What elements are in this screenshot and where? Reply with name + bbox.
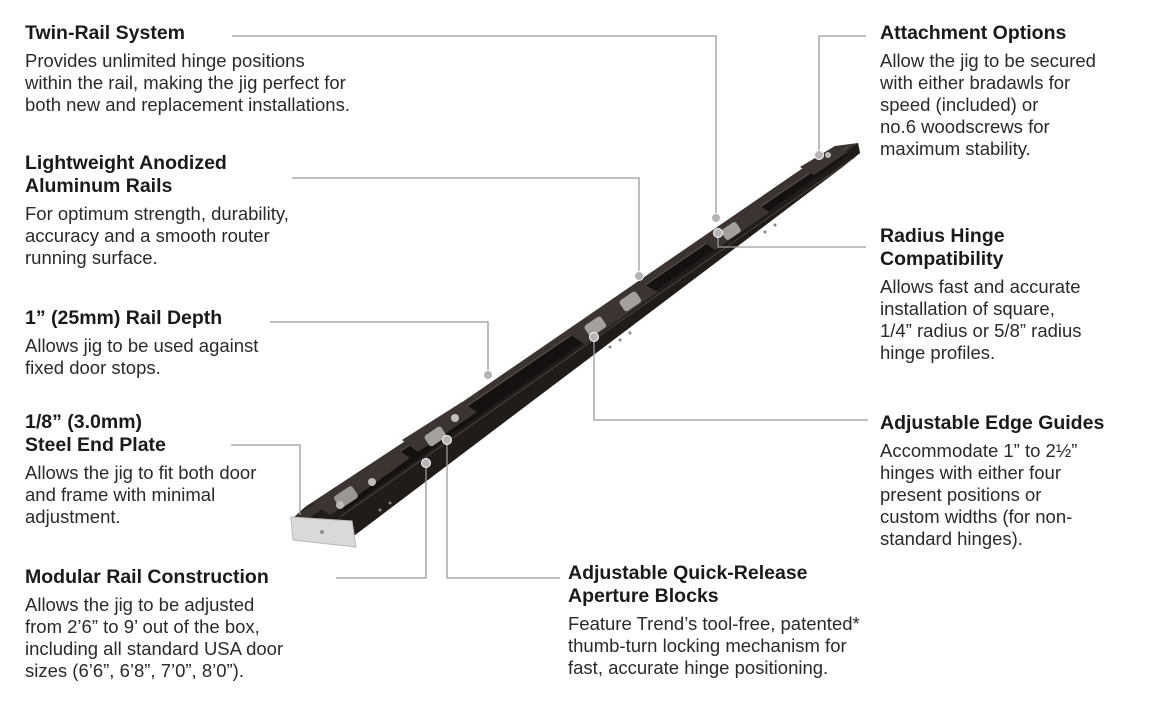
feature-description: Feature Trend’s tool-free, patented* thu… [568, 613, 860, 678]
feature-steel-end-plate: 1/8” (3.0mm) Steel End Plate Allows the … [25, 411, 295, 528]
aperture-block-3 [565, 282, 658, 344]
leader-twin-rail [232, 35, 717, 217]
feature-title: Twin-Rail System [25, 22, 186, 44]
feature-modular-rail: Modular Rail Construction Allows the jig… [25, 566, 355, 682]
feature-radius-hinge: Radius Hinge Compatibility Allows fast a… [880, 225, 1145, 364]
leader-aperture [446, 442, 560, 579]
feature-title: Modular Rail Construction [25, 566, 269, 588]
feature-title: Adjustable Edge Guides [880, 412, 1105, 434]
leader-rail-depth [270, 321, 489, 374]
feature-attachment-options: Attachment Options Allow the jig to be s… [880, 22, 1145, 160]
feature-edge-guides: Adjustable Edge Guides Accommodate 1” to… [880, 412, 1148, 550]
dot-modular [421, 458, 431, 468]
feature-twin-rail-system: Twin-Rail System Provides unlimited hing… [25, 22, 455, 116]
feature-title: 1/8” (3.0mm) Steel End Plate [25, 411, 166, 456]
feature-description: Allows the jig to fit both door and fram… [25, 462, 257, 527]
feature-description: Allow the jig to be secured with either … [880, 50, 1096, 159]
leader-lines [231, 35, 868, 579]
feature-aluminum-rails: Lightweight Anodized Aluminum Rails For … [25, 152, 365, 269]
dot-rail-depth [483, 370, 493, 380]
feature-title: 1” (25mm) Rail Depth [25, 307, 223, 329]
feature-title: Lightweight Anodized Aluminum Rails [25, 152, 227, 197]
aperture-block-2 [402, 402, 477, 452]
feature-aperture-blocks: Adjustable Quick-Release Aperture Blocks… [568, 562, 928, 679]
feature-title: Adjustable Quick-Release Aperture Blocks [568, 562, 808, 607]
dot-twin-rail [711, 213, 721, 223]
leader-end-plate [231, 444, 301, 515]
dot-attachment [814, 150, 824, 160]
hinge-jig-illustration [290, 143, 860, 548]
steel-end-plate [290, 516, 357, 548]
dot-edge-guides [589, 332, 599, 342]
leader-aluminum [292, 177, 640, 275]
feature-title: Radius Hinge Compatibility [880, 225, 1005, 270]
feature-title: Attachment Options [880, 22, 1067, 44]
dot-radius [713, 228, 723, 238]
leader-dots [421, 150, 824, 468]
dot-aperture [442, 435, 452, 445]
feature-description: For optimum strength, durability, accura… [25, 203, 289, 268]
feature-rail-depth: 1” (25mm) Rail Depth Allows jig to be us… [25, 307, 325, 379]
feature-description: Allows fast and accurate installation of… [880, 276, 1082, 363]
feature-description: Allows the jig to be adjusted from 2’6” … [25, 594, 284, 681]
leader-attachment [818, 35, 866, 154]
feature-description: Accommodate 1” to 2½” hinges with either… [880, 440, 1078, 549]
aperture-block-5 [800, 146, 848, 175]
leader-modular [336, 465, 427, 579]
leader-edge-guides [593, 337, 868, 421]
aperture-block-1 [312, 448, 410, 515]
rail-screw-holes [378, 223, 777, 512]
feature-description: Allows jig to be used against fixed door… [25, 335, 259, 378]
dot-aluminum [634, 271, 644, 281]
feature-description: Provides unlimited hinge positions withi… [25, 50, 350, 115]
